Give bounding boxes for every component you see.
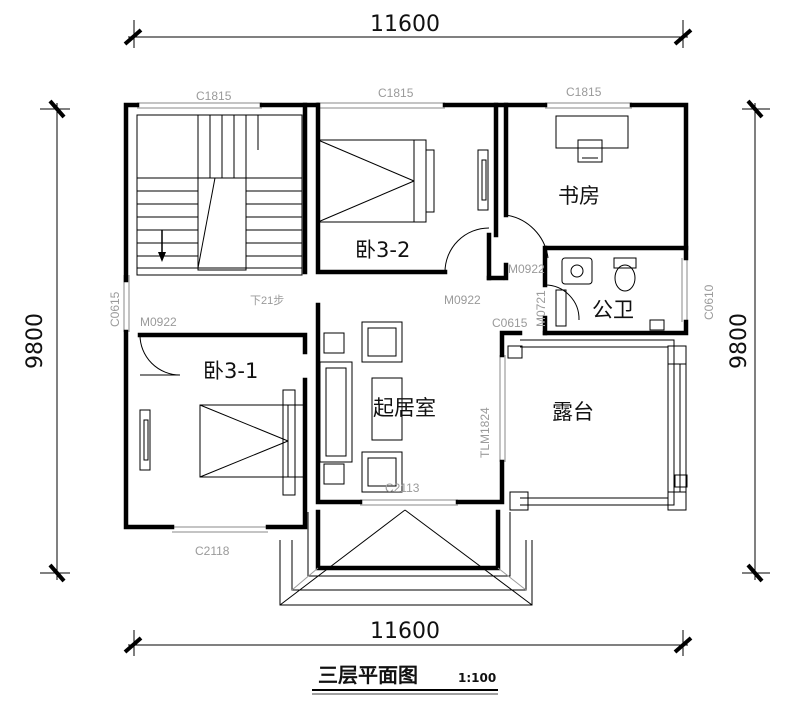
living-furniture: [319, 321, 403, 493]
room-label-bedroom-3-2: 卧3-2: [355, 238, 410, 262]
window-code-living-bottom: C2113: [385, 481, 420, 495]
window-code-left: C0615: [108, 291, 122, 327]
dimension-right: 9800: [727, 313, 752, 369]
drawing-title: 三层平面图: [318, 663, 418, 687]
dimension-top: 11600: [370, 12, 440, 37]
bathroom-fixtures: [555, 257, 665, 331]
door-code-bedroom-3-1: M0922: [140, 315, 177, 329]
door-swings: [139, 214, 580, 376]
door-code-bathroom: M0721: [534, 290, 548, 327]
bed-3-1: [199, 389, 306, 496]
walls: [123, 102, 689, 530]
door-code-study: M0922: [508, 262, 545, 276]
dimension-lines: [40, 20, 770, 656]
window-code-bedroom-bottom: C2118: [195, 544, 230, 558]
sliding-door-code: TLM1824: [478, 407, 492, 458]
staircase: [136, 114, 303, 276]
window-openings: [123, 102, 688, 533]
bed-3-2: [317, 139, 435, 223]
study-desk: [555, 115, 629, 163]
dimension-bottom: 11600: [370, 619, 440, 644]
terrace-railing: [507, 339, 688, 511]
window-code-top-middle: C1815: [378, 86, 414, 100]
window-code-bath-small: C0615: [492, 316, 528, 330]
bay-canopy: [279, 509, 533, 606]
door-code-bedroom-3-2: M0922: [444, 293, 481, 307]
stair-note: 下21步: [250, 294, 284, 307]
room-label-bedroom-3-1: 卧3-1: [203, 359, 258, 383]
room-label-terrace: 露台: [552, 400, 594, 424]
window-code-top-right: C1815: [566, 85, 602, 99]
dimension-left: 9800: [23, 313, 48, 369]
room-label-study: 书房: [558, 184, 600, 208]
wardrobe-3-1: [139, 409, 151, 471]
window-code-top-left: C1815: [196, 89, 232, 103]
drawing-scale: 1:100: [458, 671, 496, 685]
wardrobe-3-2: [477, 149, 489, 211]
room-label-bathroom: 公卫: [592, 298, 634, 322]
room-label-living-room: 起居室: [373, 396, 436, 420]
window-code-right: C0610: [702, 284, 716, 320]
